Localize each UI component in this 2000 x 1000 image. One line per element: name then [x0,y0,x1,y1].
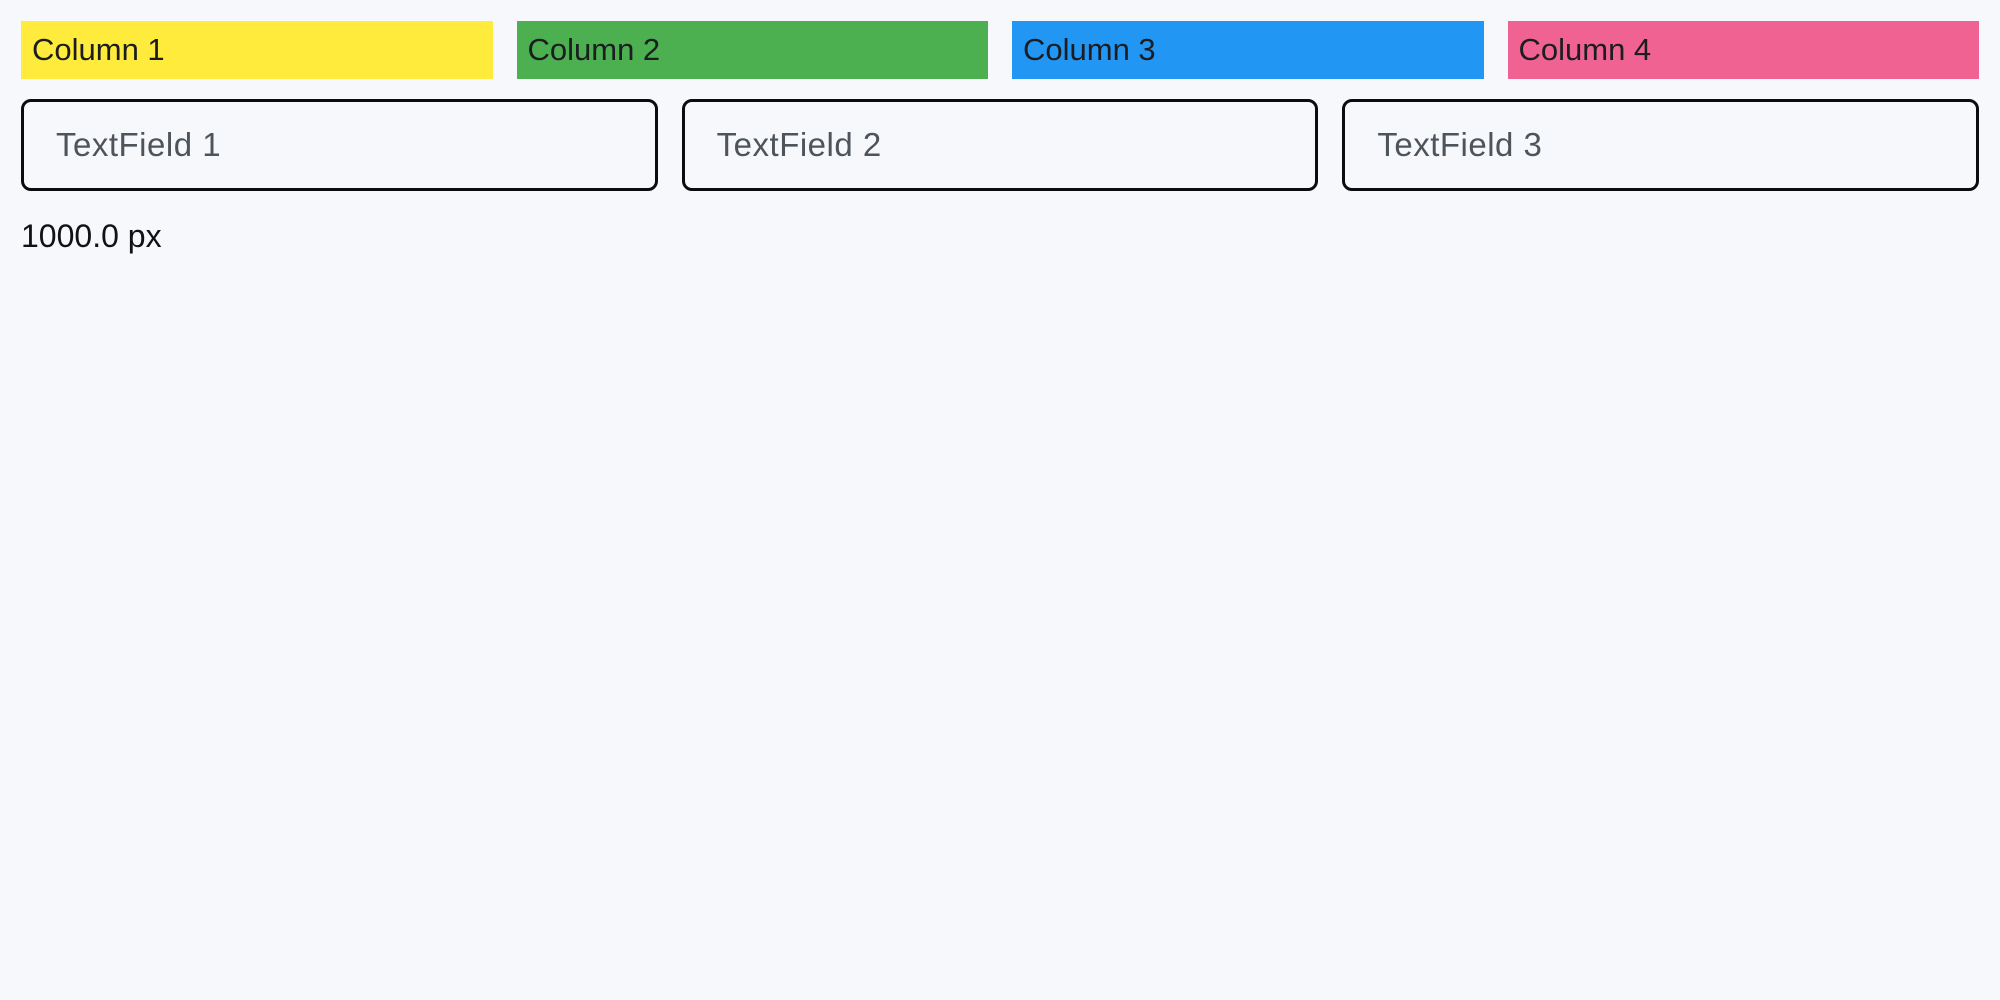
column-2-label: Column 2 [527,32,661,67]
column-block-4: Column 4 [1507,21,1979,79]
columns-row: Column 1 Column 2 Column 3 Column 4 [21,21,1979,79]
column-block-1: Column 1 [21,21,493,79]
column-block-2: Column 2 [516,21,988,79]
textfield-1[interactable] [21,99,658,191]
column-4-label: Column 4 [1518,32,1652,67]
column-block-3: Column 3 [1012,21,1484,79]
column-1-label: Column 1 [32,32,165,67]
width-readout-label: 1000.0 px [21,218,162,254]
textfields-row [21,99,1980,191]
textfield-3[interactable] [1342,99,1980,191]
column-3-label: Column 3 [1023,32,1156,67]
textfield-2[interactable] [681,99,1319,191]
